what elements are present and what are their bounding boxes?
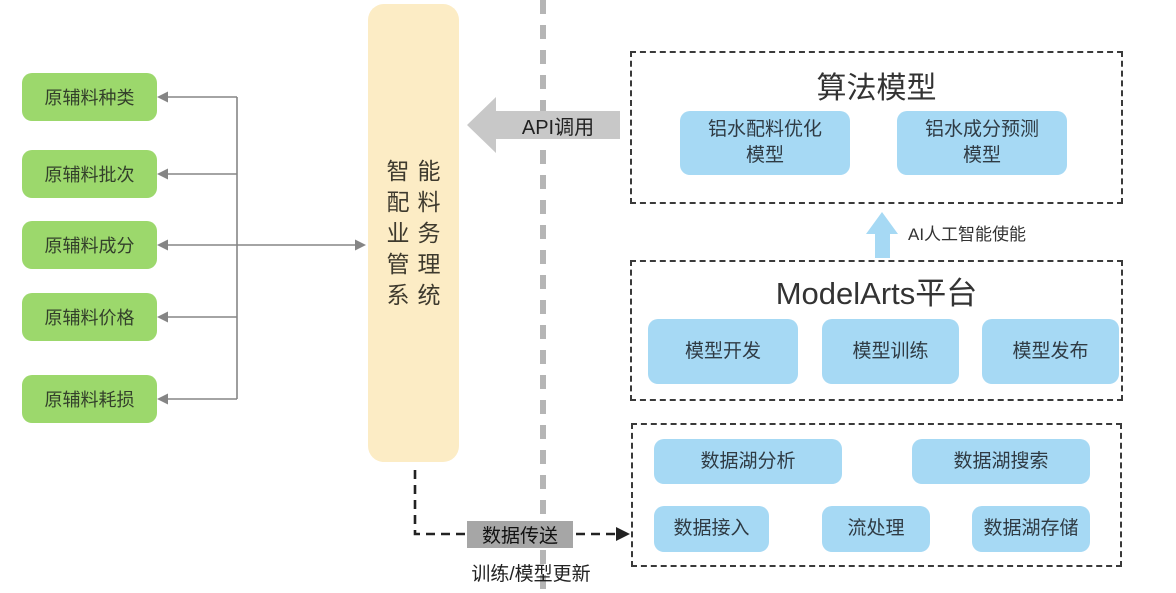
box-data-lake-storage: 数据湖存储: [972, 506, 1090, 552]
system-name-line: 业务: [386, 219, 449, 246]
system-name-line: 系统: [386, 281, 449, 308]
box-aluminum-composition-prediction-model: 铝水成分预测 模型: [897, 111, 1067, 175]
input-raw-material-composition: 原辅料成分: [22, 221, 157, 269]
algorithm-section-title: 算法模型: [816, 72, 937, 105]
input-raw-material-consumption: 原辅料耗损: [22, 375, 157, 423]
left-connector-tree: [167, 96, 356, 400]
box-data-access: 数据接入: [654, 506, 769, 552]
system-name-line: 智能: [386, 157, 449, 184]
box-model-development: 模型开发: [648, 319, 798, 384]
arrowhead-left-icon: [157, 91, 168, 103]
box-data-lake-search: 数据湖搜索: [912, 439, 1090, 484]
training-model-update-label: 训练/模型更新: [471, 563, 591, 585]
box-aluminum-batching-optimization-model: 铝水配料优化 模型: [680, 111, 850, 175]
input-raw-material-type: 原辅料种类: [22, 73, 157, 121]
modelarts-section-title: ModelArts平台: [775, 276, 978, 311]
ai-enable-up-arrow-icon: [866, 212, 898, 258]
arrowhead-left-icon: [157, 393, 168, 405]
intelligent-batching-system-box: 智能 配料 业务 管理 系统: [368, 4, 459, 462]
arrowhead-right-icon: [616, 527, 630, 541]
box-model-publishing: 模型发布: [982, 319, 1119, 384]
api-call-label: API调用: [521, 116, 595, 139]
box-data-lake-analysis: 数据湖分析: [654, 439, 842, 484]
box-model-training: 模型训练: [822, 319, 959, 384]
arrowhead-left-icon: [157, 168, 168, 180]
arrowhead-right-icon: [355, 239, 366, 251]
modelarts-platform-section: ModelArts平台 模型开发 模型训练 模型发布: [630, 260, 1123, 401]
ai-enable-label: AI人工智能使能: [908, 224, 1027, 244]
algorithm-models-section: 算法模型 铝水配料优化 模型 铝水成分预测 模型: [630, 51, 1123, 204]
left-connector-arrowheads: [157, 91, 366, 405]
api-call-arrow-icon: [467, 97, 620, 153]
system-name-line: 管理: [386, 250, 449, 277]
box-stream-processing: 流处理: [822, 506, 930, 552]
data-transfer-label: 数据传送: [467, 521, 573, 548]
system-name-line: 配料: [386, 188, 449, 215]
data-lake-section: 数据湖分析 数据湖搜索 数据接入 流处理 数据湖存储: [631, 423, 1122, 567]
arrowhead-left-icon: [157, 311, 168, 323]
input-raw-material-price: 原辅料价格: [22, 293, 157, 341]
arrowhead-left-icon: [157, 239, 168, 251]
input-raw-material-batch: 原辅料批次: [22, 150, 157, 198]
